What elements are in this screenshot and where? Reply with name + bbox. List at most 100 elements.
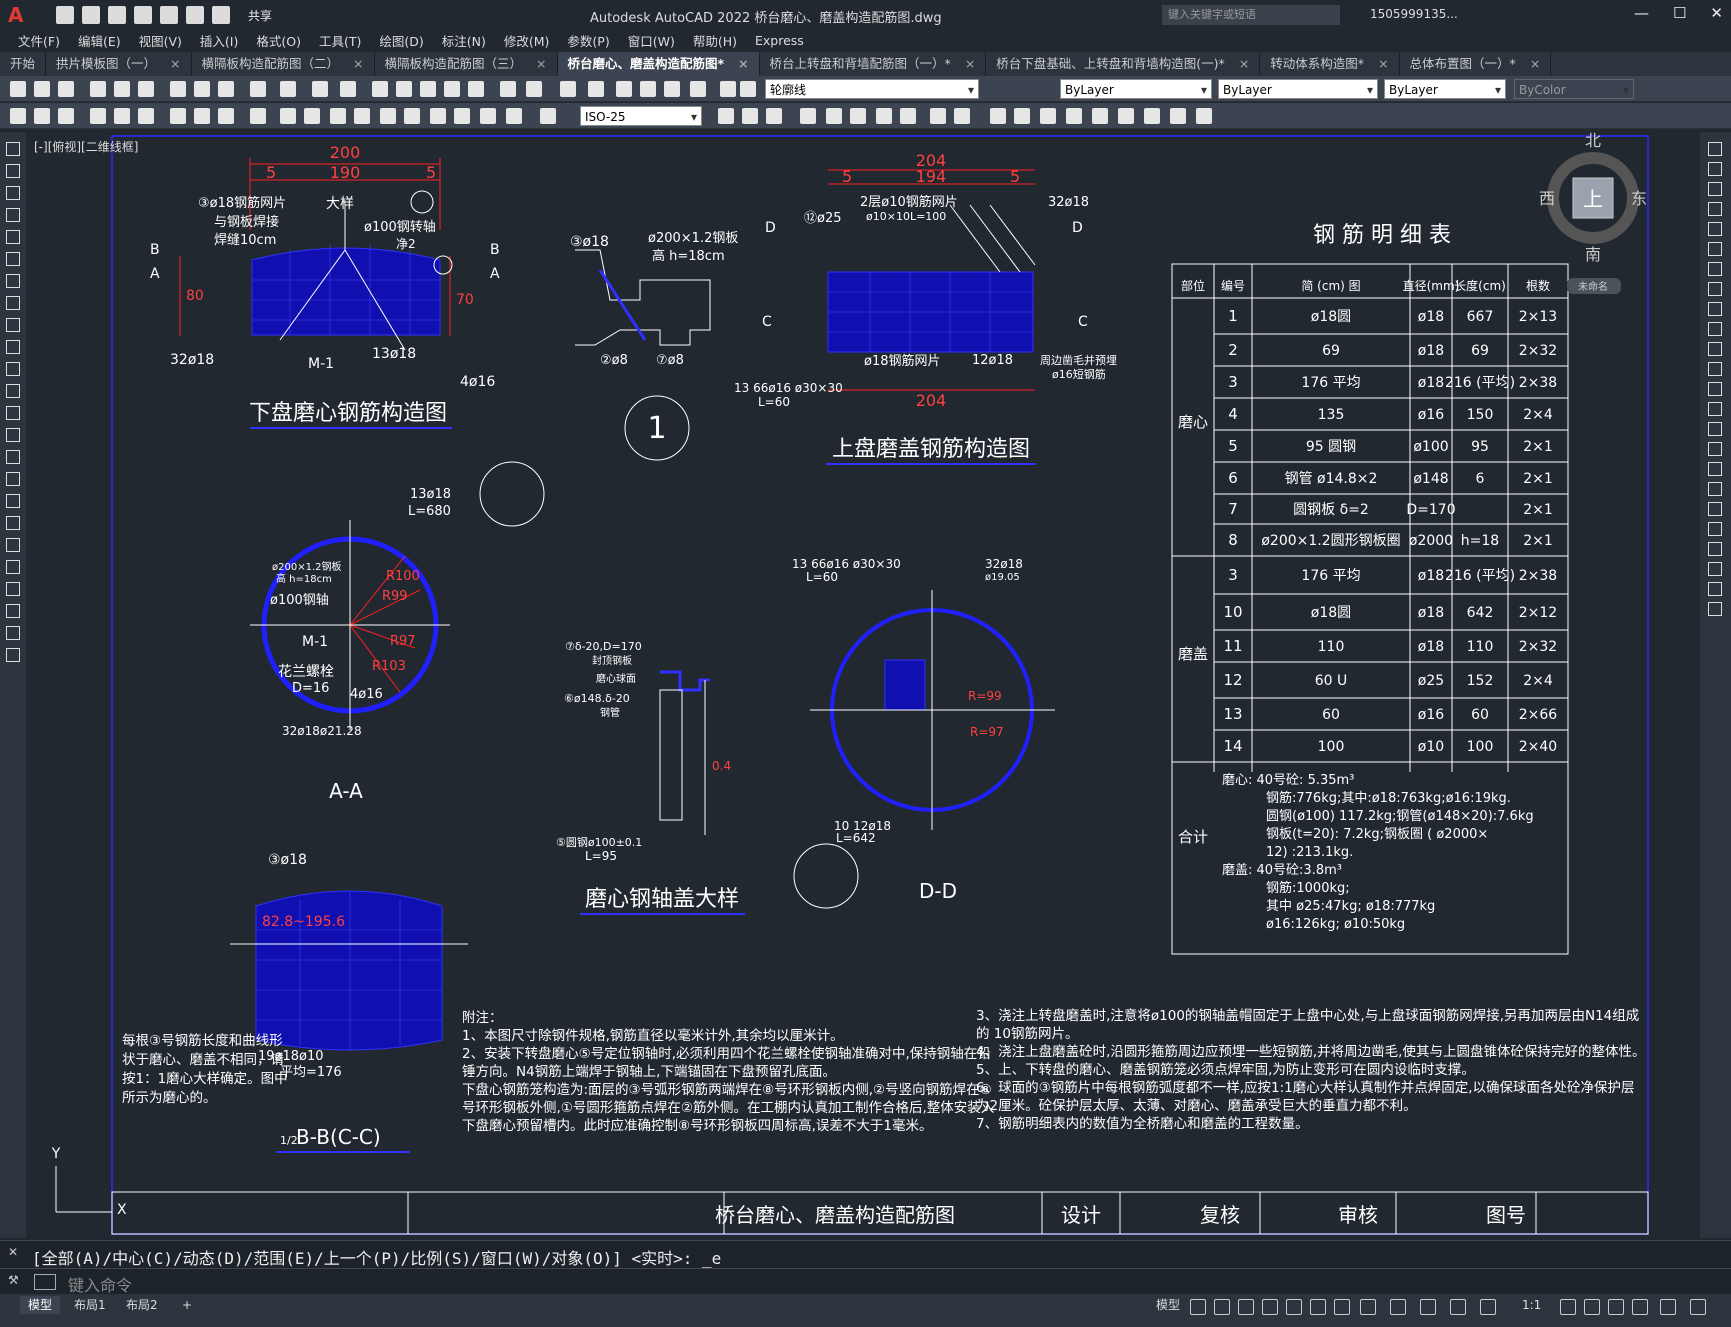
right-tool-icon-7[interactable] xyxy=(1708,282,1722,296)
draw-icon-32[interactable] xyxy=(1014,108,1030,124)
std-icon-5[interactable] xyxy=(138,81,154,97)
draw-icon-35[interactable] xyxy=(1092,108,1108,124)
color-dropdown[interactable]: ByLayer xyxy=(1060,79,1212,100)
std-icon-20[interactable] xyxy=(560,81,576,97)
wrench-icon[interactable]: ⚒ xyxy=(8,1273,19,1287)
std-icon-7[interactable] xyxy=(194,81,210,97)
status-toggle-icon-2[interactable] xyxy=(1238,1299,1254,1315)
left-tool-icon-11[interactable] xyxy=(6,384,20,398)
saveas-icon[interactable] xyxy=(134,6,152,24)
left-tool-icon-7[interactable] xyxy=(6,296,20,310)
doc-tab-4[interactable]: 桥台磨心、磨盖构造配筋图*× xyxy=(557,52,760,76)
right-tool-icon-5[interactable] xyxy=(1708,242,1722,256)
menu-item-9[interactable]: 参数(P) xyxy=(567,33,610,49)
status-toggle-icon-4[interactable] xyxy=(1286,1299,1302,1315)
command-line[interactable]: ⚒ 键入命令 xyxy=(0,1268,1731,1295)
close-cmd-icon[interactable]: ✕ xyxy=(8,1245,19,1259)
draw-icon-4[interactable] xyxy=(114,108,130,124)
user-account[interactable]: 1505999135... xyxy=(1370,7,1458,21)
ucs-dropdown[interactable]: 未命名 xyxy=(1578,280,1608,293)
close-tab-icon[interactable]: × xyxy=(170,56,181,71)
draw-icon-17[interactable] xyxy=(454,108,470,124)
right-tool-icon-6[interactable] xyxy=(1708,262,1722,276)
std-icon-19[interactable] xyxy=(526,81,542,97)
open-icon[interactable] xyxy=(82,6,100,24)
doc-tab-7[interactable]: 转动体系构造图*× xyxy=(1260,52,1400,76)
draw-icon-28[interactable] xyxy=(900,108,916,124)
right-tool-icon-1[interactable] xyxy=(1708,162,1722,176)
status-toggle-icon-10[interactable] xyxy=(1450,1299,1466,1315)
std-icon-17[interactable] xyxy=(468,81,484,97)
draw-icon-13[interactable] xyxy=(354,108,370,124)
doc-tab-0[interactable]: 开始 xyxy=(0,52,47,76)
std-icon-3[interactable] xyxy=(90,81,106,97)
right-tool-icon-8[interactable] xyxy=(1708,302,1722,316)
close-tab-icon[interactable]: × xyxy=(536,56,547,71)
std-icon-2[interactable] xyxy=(58,81,74,97)
draw-icon-16[interactable] xyxy=(430,108,446,124)
right-tool-icon-13[interactable] xyxy=(1708,402,1722,416)
std-icon-23[interactable] xyxy=(640,81,656,97)
draw-icon-18[interactable] xyxy=(480,108,496,124)
std-icon-1[interactable] xyxy=(34,81,50,97)
status-toggle-icon-11[interactable] xyxy=(1480,1299,1496,1315)
doc-tab-6[interactable]: 桥台下盘基础、上转盘和背墙构造图(一)*× xyxy=(986,52,1261,76)
draw-icon-3[interactable] xyxy=(90,108,106,124)
close-tab-icon[interactable]: × xyxy=(738,56,749,71)
right-tool-icon-0[interactable] xyxy=(1708,142,1722,156)
draw-icon-12[interactable] xyxy=(330,108,346,124)
menu-item-1[interactable]: 编辑(E) xyxy=(77,33,121,49)
draw-icon-9[interactable] xyxy=(250,108,266,124)
std-icon-26[interactable] xyxy=(720,81,736,97)
std-icon-14[interactable] xyxy=(396,81,412,97)
right-tool-icon-17[interactable] xyxy=(1708,482,1722,496)
draw-icon-26[interactable] xyxy=(850,108,866,124)
viewcube-top-face[interactable] xyxy=(1572,177,1614,219)
draw-icon-33[interactable] xyxy=(1040,108,1056,124)
menu-item-10[interactable]: 窗口(W) xyxy=(627,33,675,49)
status-toggle-icon-0[interactable] xyxy=(1190,1299,1206,1315)
draw-icon-21[interactable] xyxy=(718,108,734,124)
draw-icon-19[interactable] xyxy=(506,108,522,124)
close-button[interactable]: ✕ xyxy=(1710,4,1723,22)
std-icon-10[interactable] xyxy=(280,81,296,97)
left-tool-icon-21[interactable] xyxy=(6,604,20,618)
std-icon-16[interactable] xyxy=(444,81,460,97)
right-tool-icon-4[interactable] xyxy=(1708,222,1722,236)
std-icon-9[interactable] xyxy=(250,81,266,97)
draw-icon-14[interactable] xyxy=(380,108,396,124)
right-tool-icon-21[interactable] xyxy=(1708,562,1722,576)
draw-icon-8[interactable] xyxy=(218,108,234,124)
std-icon-6[interactable] xyxy=(170,81,186,97)
doc-tab-2[interactable]: 横隔板构造配筋图（二）× xyxy=(192,52,375,76)
std-icon-4[interactable] xyxy=(114,81,130,97)
std-icon-27[interactable] xyxy=(740,81,756,97)
doc-tab-1[interactable]: 拱片模板图（一）× xyxy=(46,52,192,76)
status-toggle-icon-5[interactable] xyxy=(1310,1299,1326,1315)
status-toggle-icon-15[interactable] xyxy=(1632,1299,1648,1315)
right-tool-icon-23[interactable] xyxy=(1708,602,1722,616)
close-tab-icon[interactable]: × xyxy=(964,56,976,71)
status-toggle-icon-6[interactable] xyxy=(1334,1299,1350,1315)
menu-item-3[interactable]: 插入(I) xyxy=(199,33,239,49)
draw-icon-37[interactable] xyxy=(1144,108,1160,124)
status-toggle-icon-17[interactable] xyxy=(1690,1299,1706,1315)
right-tool-icon-12[interactable] xyxy=(1708,382,1722,396)
menu-item-11[interactable]: 帮助(H) xyxy=(692,33,737,49)
autocad-logo-icon[interactable]: A xyxy=(8,3,24,27)
left-tool-icon-2[interactable] xyxy=(6,186,20,200)
search-input[interactable]: 键入关键字或短语 xyxy=(1162,5,1340,25)
std-icon-11[interactable] xyxy=(312,81,328,97)
right-tool-icon-3[interactable] xyxy=(1708,202,1722,216)
right-tool-icon-15[interactable] xyxy=(1708,442,1722,456)
compass-south[interactable]: 南 xyxy=(1585,245,1601,264)
draw-icon-23[interactable] xyxy=(766,108,782,124)
draw-icon-31[interactable] xyxy=(990,108,1006,124)
right-tool-icon-19[interactable] xyxy=(1708,522,1722,536)
draw-icon-36[interactable] xyxy=(1118,108,1134,124)
draw-icon-38[interactable] xyxy=(1170,108,1186,124)
status-toggle-icon-3[interactable] xyxy=(1262,1299,1278,1315)
std-icon-24[interactable] xyxy=(664,81,680,97)
draw-icon-30[interactable] xyxy=(954,108,970,124)
left-tool-icon-19[interactable] xyxy=(6,560,20,574)
